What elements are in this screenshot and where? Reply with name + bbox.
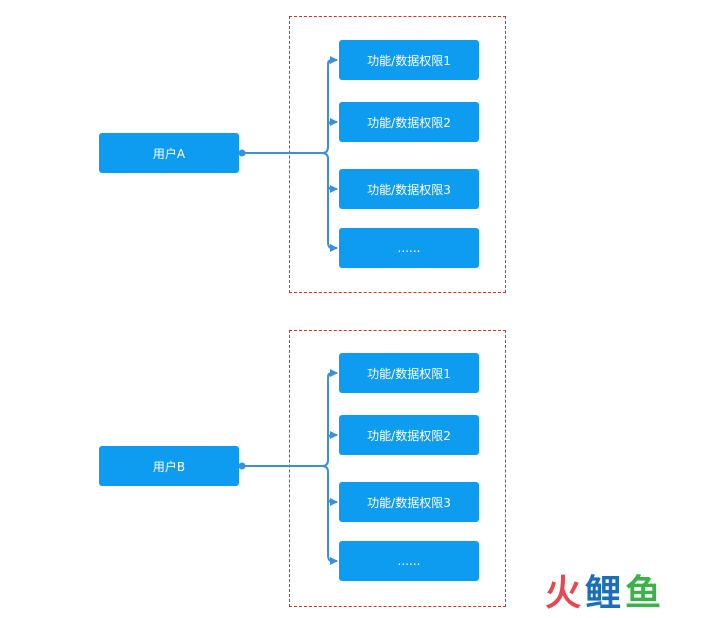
permission-label: 功能/数据权限1 [367, 366, 451, 381]
user-a-arrow-3 [327, 184, 338, 193]
user-a-arrow-4 [327, 241, 338, 252]
permission-label: 功能/数据权限1 [367, 53, 451, 68]
user-b-permission-more[interactable]: ...... [339, 541, 479, 581]
user-a-connectors [238, 56, 338, 252]
user-a-lower-trunk [321, 152, 329, 242]
user-b-permission-1[interactable]: 功能/数据权限1 [339, 353, 479, 393]
permission-label: 功能/数据权限3 [367, 495, 451, 510]
user-b-arrow-2 [327, 431, 338, 440]
user-b-label: 用户B [152, 459, 186, 474]
user-a-arrow-1 [327, 56, 338, 65]
permission-label: ...... [397, 241, 421, 255]
user-a-permission-1[interactable]: 功能/数据权限1 [339, 40, 479, 80]
user-b-arrow-1 [327, 369, 338, 378]
user-b-connectors [238, 369, 338, 565]
user-a-arrow-2 [327, 118, 338, 127]
user-a-permission-2[interactable]: 功能/数据权限2 [339, 102, 479, 142]
user-b-box[interactable]: 用户B [99, 446, 239, 486]
watermark-char-3: 鱼 [625, 573, 662, 614]
watermark-char-1: 火 [545, 573, 582, 614]
watermark-char-2: 鲤 [585, 573, 622, 614]
user-a-permission-more[interactable]: ...... [339, 228, 479, 268]
user-b-permission-2[interactable]: 功能/数据权限2 [339, 415, 479, 455]
permission-group-b [289, 330, 506, 607]
permission-label: 功能/数据权限2 [367, 428, 451, 443]
user-a-permission-3[interactable]: 功能/数据权限3 [339, 169, 479, 209]
user-b-arrow-4 [327, 554, 338, 565]
permission-label: 功能/数据权限2 [367, 115, 451, 130]
permission-label: 功能/数据权限3 [367, 182, 451, 197]
user-b-permission-3[interactable]: 功能/数据权限3 [339, 482, 479, 522]
permission-group-a [289, 16, 506, 293]
user-b-lower-trunk [321, 465, 329, 555]
watermark-logo: 火 鲤 鱼 [545, 574, 661, 614]
user-b-trunk-line [242, 372, 335, 467]
user-a-box[interactable]: 用户A [99, 133, 239, 173]
user-b-arrow-3 [327, 497, 338, 506]
user-a-trunk-line [242, 59, 335, 154]
permission-label: ...... [397, 554, 421, 568]
user-a-label: 用户A [152, 146, 186, 161]
